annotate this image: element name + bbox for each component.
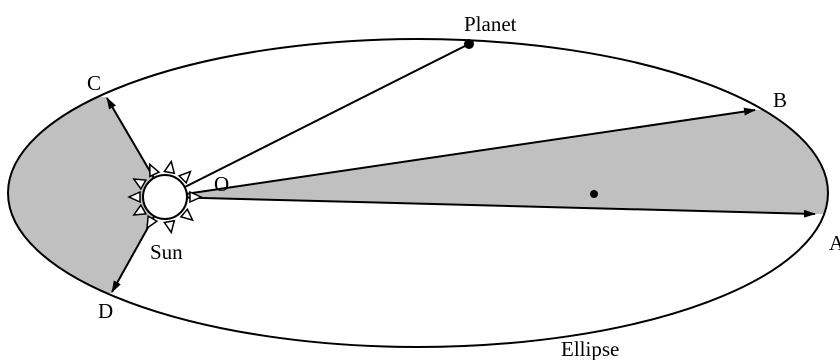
sun-ray bbox=[150, 164, 159, 176]
sun bbox=[143, 175, 187, 219]
planet-dot bbox=[464, 39, 474, 49]
label-c: C bbox=[87, 71, 101, 95]
sun-ray bbox=[147, 216, 157, 228]
label-d: D bbox=[98, 299, 113, 323]
label-ellipse: Ellipse bbox=[561, 337, 619, 360]
label-sun: Sun bbox=[150, 240, 183, 264]
second-focus-dot bbox=[590, 190, 598, 198]
shaded-sector-ab bbox=[165, 110, 840, 214]
label-o: O bbox=[214, 172, 229, 196]
sun-ray bbox=[164, 221, 174, 233]
label-planet: Planet bbox=[464, 12, 517, 36]
label-a: A bbox=[829, 231, 840, 255]
label-b: B bbox=[773, 88, 787, 112]
sun-ray bbox=[164, 162, 174, 174]
